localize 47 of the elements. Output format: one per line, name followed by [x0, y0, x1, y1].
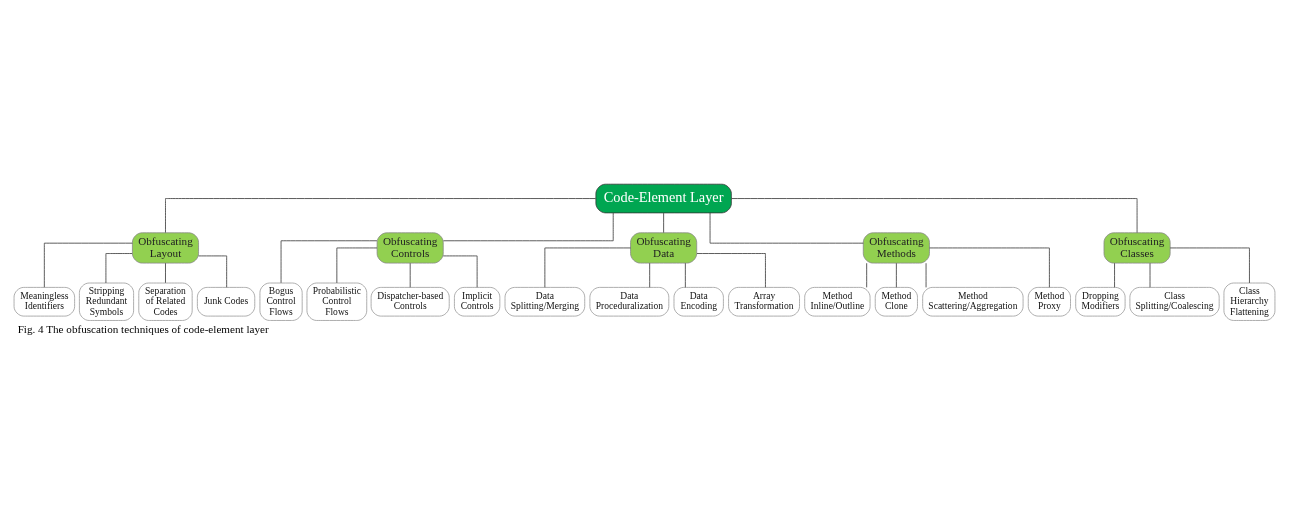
node-box: Obfuscating Methods: [862, 231, 930, 263]
node-box: Obfuscating Data: [630, 231, 698, 263]
node-box: Separation of Related Codes: [138, 282, 193, 321]
connector: [696, 252, 766, 288]
node-box: Dropping Modifiers: [1075, 286, 1126, 316]
node-box: Obfuscating Layout: [132, 231, 199, 263]
connector: [1169, 247, 1250, 283]
node-box: Method Clone: [874, 286, 918, 316]
node-box: Data Proceduralization: [589, 286, 670, 316]
connector: [895, 262, 897, 288]
node-box: Class Splitting/Coalescing: [1129, 286, 1220, 316]
connector: [731, 197, 1138, 233]
node-box: Bogus Control Flows: [259, 282, 303, 321]
connector: [43, 242, 133, 288]
connector: [929, 247, 1050, 288]
connector: [165, 262, 166, 283]
connector: [105, 252, 133, 283]
connector: [649, 262, 651, 288]
connector: [409, 262, 411, 288]
node-box: Obfuscating Classes: [1103, 231, 1171, 263]
connector: [709, 212, 864, 244]
connector: [684, 262, 686, 288]
node-box: Method Scattering/Aggregation: [922, 286, 1024, 316]
node-box: Probabilistic Control Flows: [306, 282, 368, 321]
node-box: Code-Element Layer: [595, 183, 732, 213]
node-box: Class Hierarchy Flattening: [1223, 282, 1276, 321]
connector: [443, 212, 614, 241]
node-box: Method Proxy: [1027, 286, 1071, 316]
connector: [165, 197, 597, 233]
node-box: Method Inline/Outline: [804, 286, 871, 316]
caption: Fig. 4 The obfuscation techniques of code-element layer: [17, 322, 269, 335]
connector: [1114, 262, 1115, 288]
node-box: Dispatcher-based Controls: [370, 286, 450, 316]
node-box: Data Encoding: [673, 286, 724, 316]
node-box: Obfuscating Controls: [376, 231, 444, 263]
connector: [198, 255, 228, 288]
node-box: Implicit Controls: [454, 286, 501, 316]
connector: [866, 262, 868, 288]
connector: [336, 247, 378, 283]
node-box: Array Transformation: [728, 286, 800, 316]
node-box: Data Splitting/Merging: [504, 286, 586, 316]
node-box: Meaningless Identifiers: [13, 286, 76, 316]
node-box: Stripping Redundant Symbols: [79, 282, 134, 321]
node-box: Junk Codes: [196, 286, 256, 316]
connector: [663, 212, 665, 233]
connector: [544, 247, 631, 288]
connector: [280, 239, 378, 283]
